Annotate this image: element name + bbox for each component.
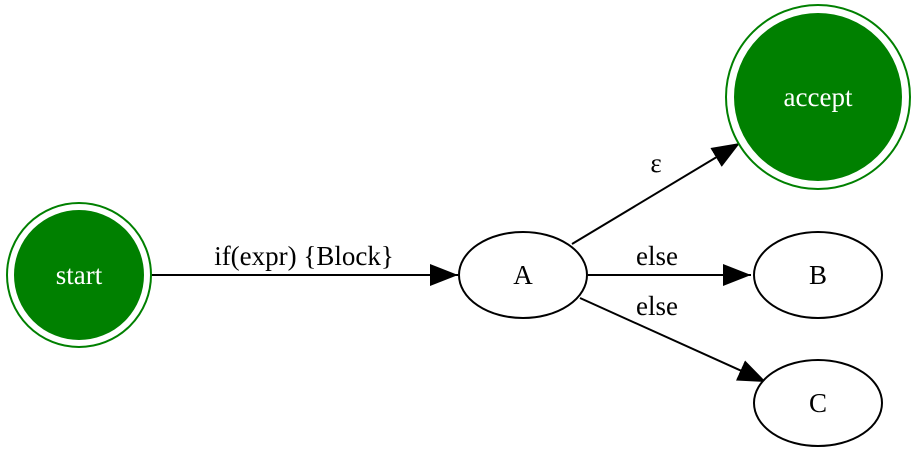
state-c-label: C	[809, 388, 827, 418]
state-a-label: A	[513, 260, 533, 290]
edge-a-to-c-label: else	[636, 291, 678, 321]
edge-start-to-a-label: if(expr) {Block}	[214, 241, 394, 271]
state-start[interactable]: start	[6, 202, 152, 348]
edge-a-to-b: else	[588, 241, 751, 286]
edge-a-to-c-line	[579, 297, 767, 383]
edge-a-to-c: else	[579, 291, 767, 383]
state-b-label: B	[809, 260, 827, 290]
state-accept[interactable]: accept	[725, 4, 911, 190]
edge-a-to-accept-line	[571, 142, 741, 245]
state-b-ellipse	[753, 231, 883, 319]
state-c[interactable]: C	[753, 359, 883, 447]
state-start-label: start	[56, 260, 103, 290]
edge-start-to-a: if(expr) {Block}	[151, 241, 458, 286]
edge-a-to-accept-label: ε	[650, 148, 661, 178]
state-start-circle	[14, 210, 144, 340]
state-a[interactable]: A	[458, 231, 588, 319]
state-accept-label: accept	[784, 82, 853, 112]
state-accept-circle	[734, 13, 902, 181]
edge-a-to-accept: ε	[571, 142, 741, 245]
state-a-ellipse	[458, 231, 588, 319]
edge-a-to-b-label: else	[636, 241, 678, 271]
state-b[interactable]: B	[753, 231, 883, 319]
state-c-ellipse	[753, 359, 883, 447]
